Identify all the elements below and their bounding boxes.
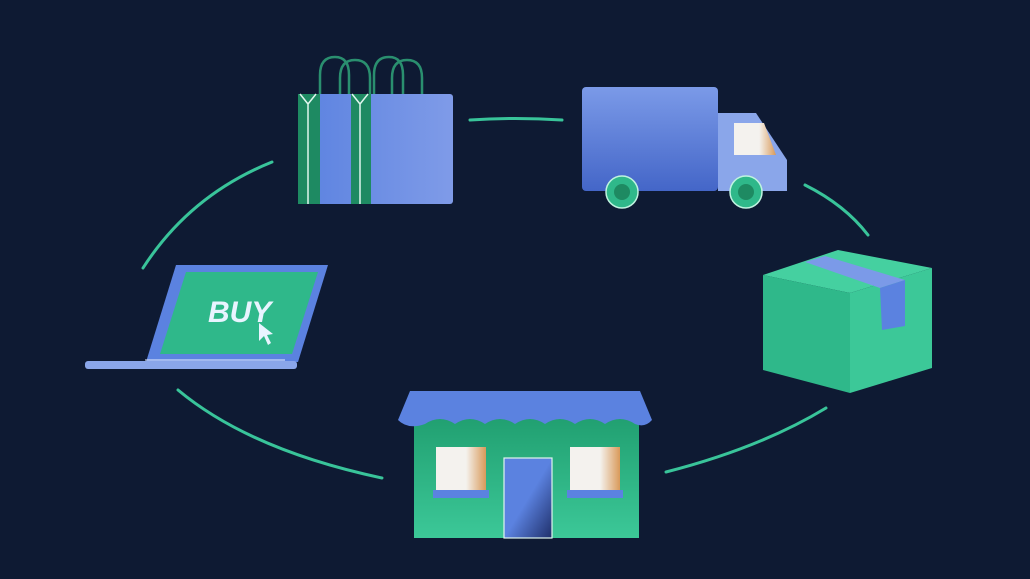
connector-bag-truck	[468, 117, 564, 122]
connector-box-shop	[664, 406, 828, 474]
cursor-icon	[259, 323, 273, 345]
package-box-icon	[763, 250, 932, 393]
cycle-connectors	[141, 117, 870, 480]
delivery-truck-icon	[582, 87, 787, 209]
shopping-bags-icon	[298, 55, 453, 204]
connector-truck-box	[803, 183, 870, 237]
connector-shop-laptop	[176, 388, 384, 480]
buy-text: BUY	[208, 296, 274, 329]
laptop-icon: BUY	[85, 265, 328, 369]
storefront-icon	[398, 391, 652, 539]
connector-laptop-bag	[141, 160, 274, 270]
